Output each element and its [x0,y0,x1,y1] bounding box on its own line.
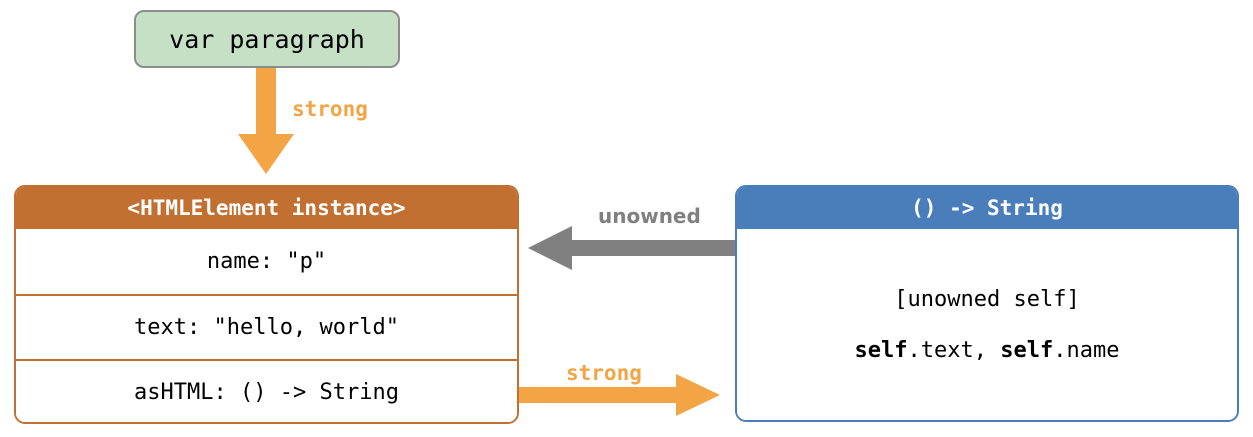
closure-box: () -> String [unowned self] self.text, s… [735,185,1239,422]
strong-right-arrow [512,374,720,416]
closure-self-suffix-2: .name [1053,337,1120,363]
strong-right-arrow-label: strong [566,361,642,385]
instance-box-header: <HTMLElement instance> [16,187,517,229]
closure-self-references: self.text, self.name [855,338,1120,363]
closure-box-body: [unowned self] self.text, self.name [737,229,1237,420]
instance-property-ashtml: asHTML: () -> String [16,359,517,422]
unowned-arrow-label: unowned [598,204,701,228]
variable-label: var paragraph [169,24,365,54]
strong-down-arrow [238,68,294,174]
closure-self-suffix-1: .text, [907,337,1001,363]
html-element-instance-box: <HTMLElement instance> name: "p" text: "… [14,185,519,424]
instance-property-name: name: "p" [16,229,517,294]
closure-self-keyword-2: self [1000,337,1054,363]
unowned-left-arrow [528,226,736,270]
strong-down-arrow-label: strong [292,97,368,121]
closure-self-keyword-1: self [854,337,908,363]
closure-box-header: () -> String [737,187,1237,229]
closure-capture-list: [unowned self] [894,286,1080,312]
instance-property-text: text: "hello, world" [16,294,517,359]
variable-box: var paragraph [134,10,400,68]
